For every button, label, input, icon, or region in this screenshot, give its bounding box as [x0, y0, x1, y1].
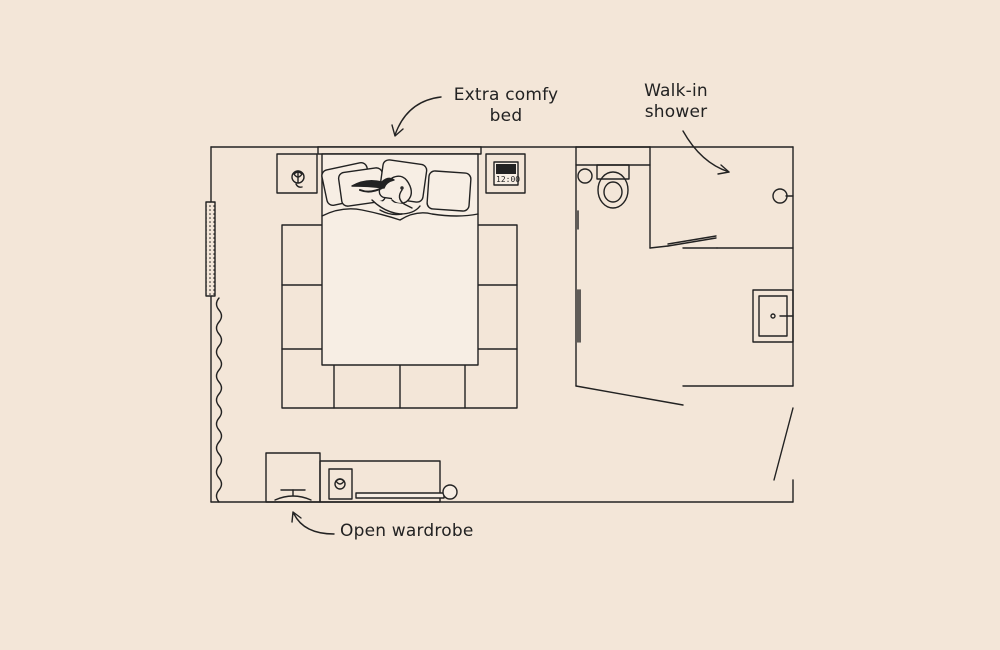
- pillow-left: [321, 162, 387, 207]
- shower-drain-icon: [772, 188, 794, 204]
- shower-arrow: [682, 130, 730, 175]
- bed-annotation: Extra comfy bed: [438, 85, 574, 127]
- toilet-icon: [577, 164, 630, 209]
- shower-annotation-line1: Walk-in: [644, 81, 708, 101]
- bed-annotation-line1: Extra comfy: [453, 85, 559, 105]
- window: [205, 201, 216, 297]
- person-sleeping-icon: [351, 175, 421, 216]
- nightstand-right: 12:00: [485, 153, 526, 194]
- clock-icon: 12:00: [493, 161, 520, 186]
- nightstand-left: [276, 153, 318, 194]
- sink-icon: [752, 289, 794, 343]
- wardrobe-arrow: [291, 511, 335, 535]
- rug: [281, 224, 518, 409]
- outer-walls: [210, 146, 794, 503]
- clock-time: 12:00: [496, 175, 520, 184]
- shower-annotation-line2: shower: [644, 102, 708, 122]
- lamp-icon: [334, 478, 346, 490]
- lamp-icon: [291, 170, 305, 188]
- curtain: [215, 297, 223, 503]
- wardrobe-annotation: Open wardrobe: [340, 521, 474, 541]
- bed-arrow: [391, 96, 442, 137]
- entry-door: [773, 407, 794, 481]
- shower-annotation: Walk-in shower: [628, 81, 724, 123]
- bed-annotation-line2: bed: [489, 106, 523, 126]
- desk: [319, 460, 458, 503]
- bathroom-walls: [575, 146, 794, 406]
- bed: [317, 146, 482, 366]
- wardrobe: [265, 452, 321, 503]
